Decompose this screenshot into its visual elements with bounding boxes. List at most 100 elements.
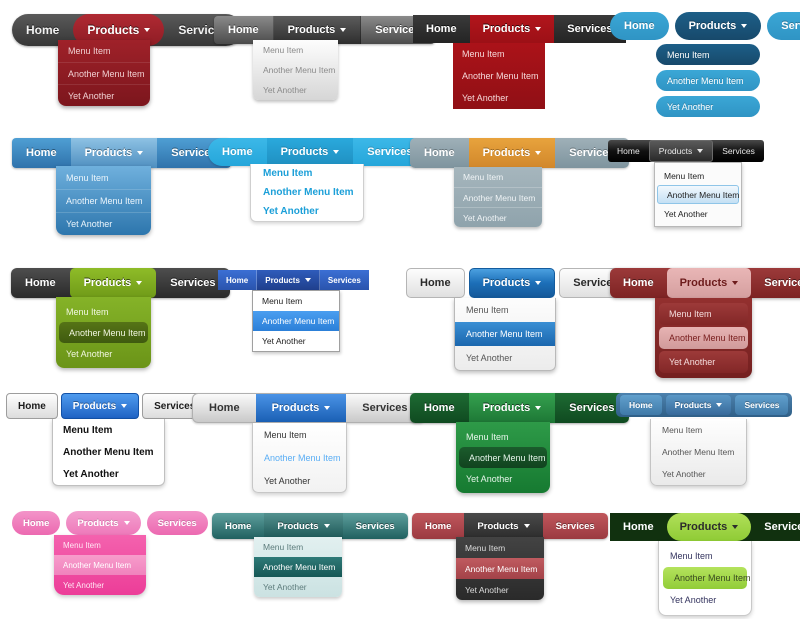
menubar-item-services[interactable]: Services: [343, 513, 408, 539]
dropdown-menu-item[interactable]: Yet Another: [56, 212, 151, 235]
menubar-item-products[interactable]: Products: [60, 393, 140, 419]
dropdown-menu-item[interactable]: Yet Another: [53, 463, 164, 485]
menubar-item-services[interactable]: Services: [157, 138, 230, 168]
dropdown-menu-item[interactable]: Yet Another: [58, 84, 150, 106]
menubar-item-home[interactable]: Home: [412, 513, 464, 539]
dropdown-menu-item[interactable]: Another Menu Item: [59, 322, 148, 343]
dropdown-menu-item[interactable]: Menu Item: [254, 537, 342, 557]
dropdown-menu-item[interactable]: Another Menu Item: [454, 187, 542, 207]
menubar-item-home[interactable]: Home: [12, 14, 73, 46]
menubar-item-products[interactable]: Products: [70, 138, 158, 168]
dropdown-menu-item[interactable]: Menu Item: [56, 166, 151, 189]
menubar-item-home[interactable]: Home: [413, 15, 470, 43]
menubar-item-home[interactable]: Home: [218, 270, 258, 290]
dropdown-menu-item[interactable]: Another Menu Item: [455, 322, 555, 346]
menubar-item-products[interactable]: Products: [469, 15, 555, 43]
dropdown-menu-item[interactable]: Menu Item: [651, 419, 746, 441]
dropdown-menu-item[interactable]: Yet Another: [656, 96, 760, 117]
menubar-item-services[interactable]: Services: [361, 16, 434, 44]
dropdown-menu-item[interactable]: Yet Another: [454, 207, 542, 227]
menubar-item-services[interactable]: Services: [751, 513, 800, 541]
dropdown-menu-item[interactable]: Another Menu Item: [456, 558, 544, 579]
menubar-item-products[interactable]: Products: [264, 513, 343, 539]
dropdown-menu-item[interactable]: Menu Item: [56, 301, 151, 322]
menubar-item-services[interactable]: Services: [554, 15, 625, 43]
menubar-item-home[interactable]: Home: [12, 511, 61, 535]
dropdown-menu-item[interactable]: Yet Another: [253, 331, 339, 351]
dropdown-menu-item[interactable]: Yet Another: [455, 346, 555, 370]
menubar-item-services[interactable]: Services: [751, 268, 800, 298]
dropdown-menu-item[interactable]: Menu Item: [656, 44, 760, 65]
menubar-item-products[interactable]: Products: [674, 12, 762, 40]
menubar-item-home[interactable]: Home: [608, 140, 649, 162]
dropdown-menu-item[interactable]: Another Menu Item: [251, 183, 363, 202]
menubar-item-home[interactable]: Home: [410, 393, 469, 423]
menubar-item-products[interactable]: Products: [648, 140, 714, 162]
dropdown-menu-item[interactable]: Yet Another: [651, 463, 746, 485]
menubar-item-home[interactable]: Home: [610, 513, 667, 541]
menubar-item-services[interactable]: Services: [543, 513, 608, 539]
menubar-item-home[interactable]: Home: [214, 16, 274, 44]
dropdown-menu-item[interactable]: Yet Another: [254, 577, 342, 597]
dropdown-menu-item[interactable]: Menu Item: [253, 291, 339, 311]
menubar-item-home[interactable]: Home: [208, 138, 267, 166]
menubar-item-services[interactable]: Services: [767, 12, 800, 40]
dropdown-menu-item[interactable]: Another Menu Item: [253, 311, 339, 331]
dropdown-menu-item[interactable]: Another Menu Item: [663, 567, 751, 589]
menubar-item-services[interactable]: Services: [555, 393, 628, 423]
dropdown-menu-item[interactable]: Yet Another: [456, 468, 550, 489]
dropdown-menu-item[interactable]: Yet Another: [453, 87, 545, 109]
menubar-item-products[interactable]: Products: [666, 513, 752, 541]
menubar-item-home[interactable]: Home: [620, 395, 662, 415]
dropdown-menu-item[interactable]: Another Menu Item: [254, 557, 342, 577]
menubar-item-home[interactable]: Home: [6, 393, 58, 419]
dropdown-menu-item[interactable]: Yet Another: [253, 80, 338, 100]
menubar-item-services[interactable]: Services: [156, 268, 229, 298]
dropdown-menu-item[interactable]: Menu Item: [253, 40, 338, 60]
dropdown-menu-item[interactable]: Menu Item: [456, 537, 544, 558]
menubar-item-products[interactable]: Products: [666, 268, 752, 298]
dropdown-menu-item[interactable]: Yet Another: [56, 343, 151, 364]
menubar-item-products[interactable]: Products: [464, 513, 543, 539]
dropdown-menu-item[interactable]: Menu Item: [655, 166, 741, 185]
dropdown-menu-item[interactable]: Yet Another: [251, 202, 363, 221]
menubar-item-home[interactable]: Home: [11, 268, 70, 298]
menubar-item-products[interactable]: Products: [273, 16, 362, 44]
dropdown-menu-item[interactable]: Menu Item: [454, 167, 542, 187]
dropdown-menu-item[interactable]: Menu Item: [251, 164, 363, 183]
dropdown-menu-item[interactable]: Another Menu Item: [253, 60, 338, 80]
menubar-item-services[interactable]: Services: [713, 140, 764, 162]
dropdown-menu-item[interactable]: Another Menu Item: [657, 185, 739, 204]
menubar-item-products[interactable]: Products: [468, 138, 556, 168]
menubar-item-services[interactable]: Services: [146, 511, 208, 535]
dropdown-menu-item[interactable]: Yet Another: [54, 575, 146, 595]
dropdown-menu-item[interactable]: Another Menu Item: [453, 65, 545, 87]
dropdown-menu-item[interactable]: Another Menu Item: [54, 555, 146, 575]
menubar-item-home[interactable]: Home: [610, 12, 669, 40]
dropdown-menu-item[interactable]: Another Menu Item: [659, 327, 748, 349]
dropdown-menu-item[interactable]: Another Menu Item: [656, 70, 760, 91]
menubar-item-home[interactable]: Home: [610, 268, 667, 298]
dropdown-menu-item[interactable]: Yet Another: [253, 469, 346, 492]
dropdown-menu-item[interactable]: Menu Item: [455, 298, 555, 322]
dropdown-menu-item[interactable]: Yet Another: [659, 589, 751, 611]
menubar-item-products[interactable]: Products: [255, 394, 347, 422]
menubar-item-home[interactable]: Home: [410, 138, 469, 168]
menubar-item-home[interactable]: Home: [193, 394, 256, 422]
menubar-item-products[interactable]: Products: [468, 393, 556, 423]
dropdown-menu-item[interactable]: Another Menu Item: [253, 446, 346, 469]
dropdown-menu-item[interactable]: Menu Item: [453, 43, 545, 65]
menubar-item-home[interactable]: Home: [212, 513, 264, 539]
dropdown-menu-item[interactable]: Menu Item: [253, 423, 346, 446]
dropdown-menu-item[interactable]: Another Menu Item: [651, 441, 746, 463]
dropdown-menu-item[interactable]: Another Menu Item: [56, 189, 151, 212]
dropdown-menu-item[interactable]: Menu Item: [58, 40, 150, 62]
menubar-item-products[interactable]: Products: [468, 268, 556, 298]
dropdown-menu-item[interactable]: Yet Another: [655, 204, 741, 223]
dropdown-menu-item[interactable]: Yet Another: [456, 579, 544, 600]
menubar-item-services[interactable]: Services: [555, 138, 628, 168]
dropdown-menu-item[interactable]: Menu Item: [54, 535, 146, 555]
menubar-item-products[interactable]: Products: [266, 138, 354, 166]
menubar-item-services[interactable]: Services: [353, 138, 426, 166]
menubar-item-home[interactable]: Home: [406, 268, 465, 298]
